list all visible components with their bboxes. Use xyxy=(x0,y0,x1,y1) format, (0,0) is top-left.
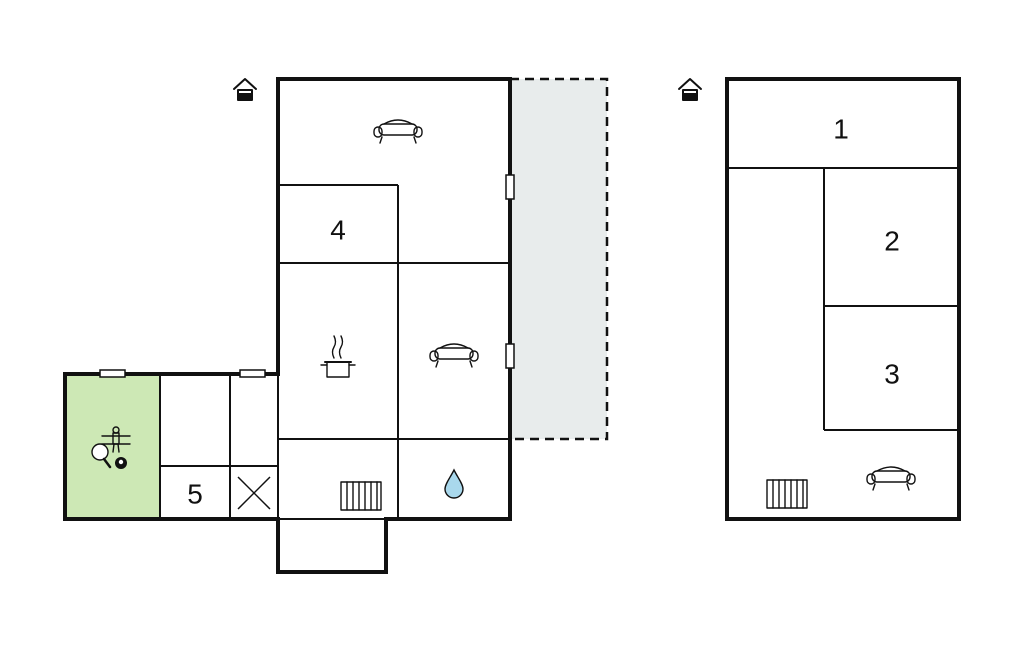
ground-floor-interior-walls xyxy=(159,184,510,520)
room-label-4: 4 xyxy=(330,215,346,246)
water-drop-icon xyxy=(444,468,464,499)
game-room xyxy=(65,374,160,519)
house-entrance-icon xyxy=(233,78,257,101)
windows xyxy=(99,174,515,378)
cooking-pot-icon xyxy=(320,335,356,378)
sofa-icon xyxy=(373,119,423,144)
billiards-icon xyxy=(115,457,127,469)
room-label-3: 3 xyxy=(884,359,900,390)
radiator-icon xyxy=(766,479,808,509)
house-entrance-icon xyxy=(678,78,702,101)
bathroom-x-icon xyxy=(237,476,271,510)
table-tennis-icon xyxy=(91,443,112,469)
upper-floor-interior-walls xyxy=(727,167,959,431)
sofa-icon xyxy=(866,466,916,491)
terrace-outline xyxy=(510,77,609,441)
ground-floor-outline xyxy=(63,77,512,574)
room-label-5: 5 xyxy=(187,479,203,510)
upper-floor-outline xyxy=(725,77,961,521)
radiator-icon xyxy=(340,481,382,511)
room-label-2: 2 xyxy=(884,226,900,257)
room-label-1: 1 xyxy=(833,114,849,145)
terrace-area xyxy=(510,79,607,439)
sofa-icon xyxy=(429,343,479,368)
foosball-icon xyxy=(101,426,131,453)
